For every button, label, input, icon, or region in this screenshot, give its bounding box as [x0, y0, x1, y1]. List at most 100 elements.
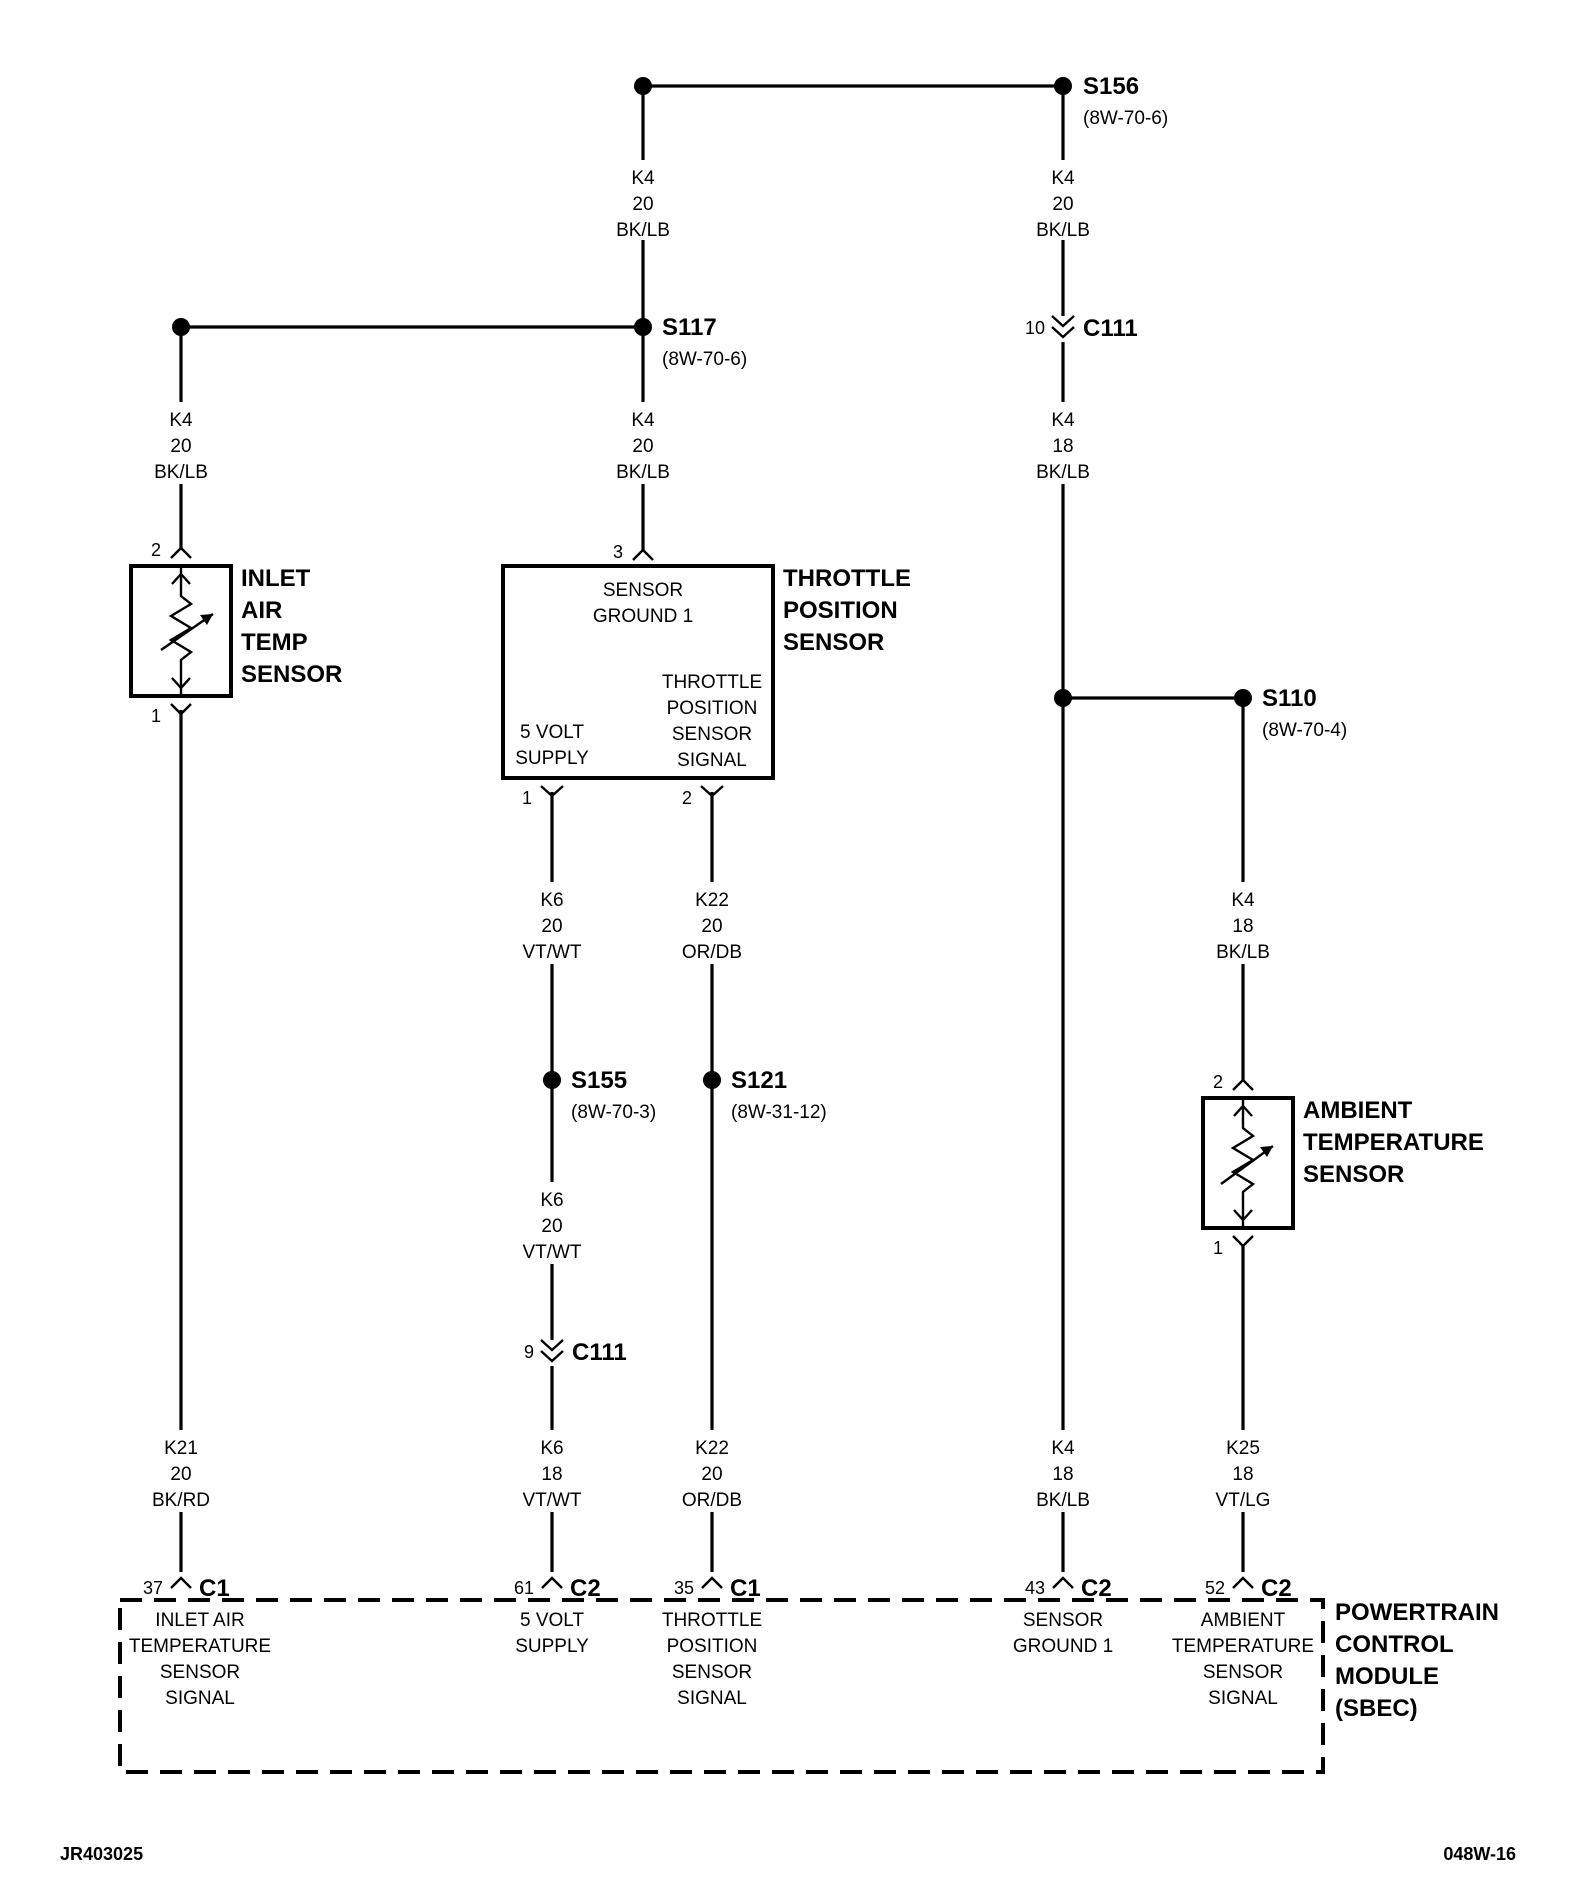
splice-ref: (8W-70-6) [1083, 108, 1168, 129]
wire-label-top-center: K4 20 BK/LB [616, 168, 670, 241]
component-name-line: AMBIENT [1303, 1097, 1413, 1124]
pin-chevron-up [170, 546, 192, 559]
wire-gauge: 20 [701, 916, 722, 937]
wire-color: VT/WT [522, 1490, 581, 1511]
wire-label-k25: K25 18 VT/LG [1216, 1438, 1271, 1511]
pin-number: 1 [1213, 1238, 1223, 1258]
wire-circuit: K4 [1051, 168, 1075, 189]
component-name-line: TEMP [241, 629, 308, 656]
wire-circuit: K4 [1051, 410, 1075, 431]
pin-function-line: SIGNAL [677, 1688, 747, 1709]
pin-function-line: POSITION [667, 698, 758, 719]
pcm-pin-52: 52 C2 AMBIENT TEMPERATURE SENSOR SIGNAL [1172, 1575, 1314, 1709]
splice-node [543, 1071, 561, 1089]
pin-function-line: SENSOR [672, 1662, 752, 1683]
wire-color: OR/DB [682, 1490, 742, 1511]
pin-chevron-up [1232, 1078, 1254, 1091]
pin-function-line: SENSOR [1023, 1610, 1103, 1631]
splice-node [172, 318, 190, 336]
figure-id-left: JR403025 [60, 1844, 143, 1864]
component-name-line: SENSOR [1303, 1161, 1404, 1188]
connector-label: C2 [1081, 1575, 1112, 1602]
wire-gauge: 20 [1052, 194, 1073, 215]
pcm-pin-37: 37 C1 INLET AIR TEMPERATURE SENSOR SIGNA… [129, 1575, 271, 1709]
module-name-line: CONTROL [1335, 1631, 1454, 1658]
pin-number: 3 [613, 542, 623, 562]
splice-s121: S121 (8W-31-12) [731, 1067, 827, 1123]
wire-label-left-upper: K4 20 BK/LB [154, 410, 208, 483]
wire-circuit: K6 [540, 890, 563, 911]
splice-ref: (8W-31-12) [731, 1102, 827, 1123]
pin-function-line: 5 VOLT [520, 722, 584, 743]
wire-label-k4-bottom: K4 18 BK/LB [1036, 1438, 1090, 1511]
pin-chevron-down [170, 703, 192, 716]
component-name-line: INLET [241, 565, 311, 592]
pin-function-line: SIGNAL [677, 750, 747, 771]
splice-node [1234, 689, 1252, 707]
wire-gauge: 20 [541, 916, 562, 937]
wire-label-k6-c: K6 18 VT/WT [522, 1438, 581, 1511]
pin-chevron-up [541, 1576, 563, 1589]
wire-circuit: K25 [1226, 1438, 1260, 1459]
pin-chevron-up [170, 1576, 192, 1589]
wire-color: BK/LB [1036, 462, 1090, 483]
component-name-line: POSITION [783, 597, 898, 624]
pin-function-line: SUPPLY [515, 1636, 589, 1657]
wire-color: VT/WT [522, 942, 581, 963]
wire-label-k22-a: K22 20 OR/DB [682, 890, 742, 963]
wire-circuit: K22 [695, 890, 729, 911]
connector-label: C1 [199, 1575, 230, 1602]
pin-function-line: TEMPERATURE [129, 1636, 271, 1657]
splice-node [634, 77, 652, 95]
connector-label: C111 [1083, 315, 1138, 342]
splice-s117: S117 (8W-70-6) [662, 314, 747, 370]
splice-s156: S156 (8W-70-6) [1083, 73, 1168, 129]
splice-node [1054, 689, 1072, 707]
pin-number: 2 [682, 788, 692, 808]
pin-function-line: SENSOR [1203, 1662, 1283, 1683]
pin-number: 35 [674, 1578, 694, 1598]
wire-circuit: K22 [695, 1438, 729, 1459]
pin-function-line: SIGNAL [1208, 1688, 1278, 1709]
module-name-line: (SBEC) [1335, 1695, 1418, 1722]
pin-number: 2 [1213, 1072, 1223, 1092]
pcm-pin-43: 43 C2 SENSOR GROUND 1 [1013, 1575, 1113, 1657]
pin-chevron-down [540, 785, 564, 798]
pin-number: 10 [1025, 318, 1045, 338]
wire-label-k6-b: K6 20 VT/WT [522, 1190, 581, 1263]
wire-circuit: K4 [169, 410, 193, 431]
pin-number: 52 [1205, 1578, 1225, 1598]
splice-label: S155 [571, 1067, 627, 1094]
wire-label-top-right: K4 20 BK/LB [1036, 168, 1090, 241]
connector-c111-low: 9 C111 [524, 1339, 627, 1366]
wire-gauge: 20 [701, 1464, 722, 1485]
wire-label-center-upper: K4 20 BK/LB [616, 410, 670, 483]
sensor-body [1201, 1096, 1295, 1230]
label-gaps [146, 160, 1278, 1512]
pcm-pin-61: 61 C2 5 VOLT SUPPLY [514, 1575, 601, 1657]
pin-function-line: SENSOR [603, 580, 683, 601]
wire-circuit: K4 [631, 168, 655, 189]
wire-color: BK/LB [154, 462, 208, 483]
component-name-line: SENSOR [241, 661, 342, 688]
component-name-line: AIR [241, 597, 282, 624]
splice-dots [172, 77, 1252, 1089]
wire-label-k4-ambient: K4 18 BK/LB [1216, 890, 1270, 963]
wire-color: VT/LG [1216, 1490, 1271, 1511]
pin-number: 61 [514, 1578, 534, 1598]
powertrain-control-module: POWERTRAIN CONTROL MODULE (SBEC) [118, 1598, 1499, 1774]
pin-number: 1 [522, 788, 532, 808]
splice-label: S156 [1083, 73, 1139, 100]
wire-color: BK/LB [1216, 942, 1270, 963]
wire-color: OR/DB [682, 942, 742, 963]
component-name-line: SENSOR [783, 629, 884, 656]
wire-circuit: K6 [540, 1438, 563, 1459]
wire-gauge: 18 [541, 1464, 562, 1485]
pin-chevron-up [632, 548, 654, 561]
wire-label-k6-a: K6 20 VT/WT [522, 890, 581, 963]
connector-label: C2 [570, 1575, 601, 1602]
splice-s110: S110 (8W-70-4) [1262, 685, 1347, 741]
pin-function-line: SENSOR [160, 1662, 240, 1683]
wire-gauge: 18 [1232, 916, 1253, 937]
